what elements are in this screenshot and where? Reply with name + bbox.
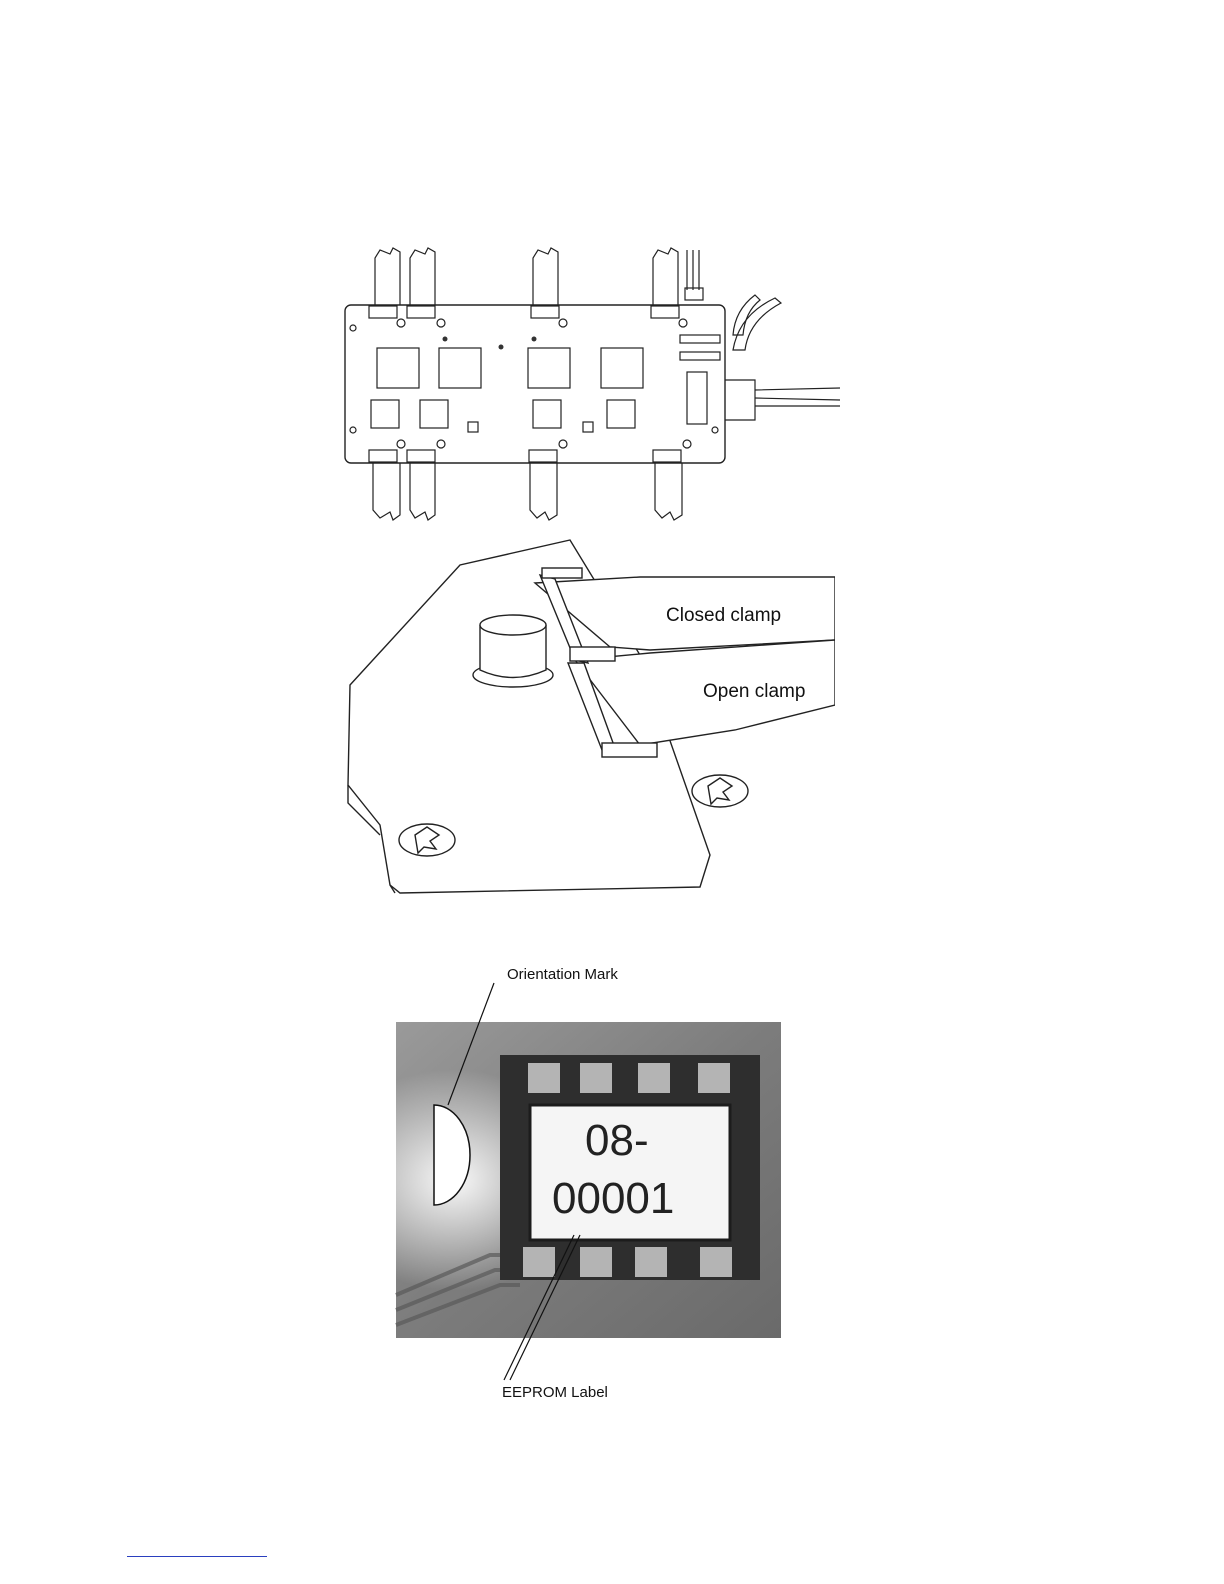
footer-rule <box>127 1556 267 1557</box>
closed-clamp-label: Closed clamp <box>666 605 781 626</box>
open-clamp-label: Open clamp <box>703 681 805 702</box>
chip-label-line-1: 08- <box>585 1116 649 1165</box>
eeprom-chip-photo: 08- 00001 Orientation Mark EEPROM Label <box>380 955 800 1410</box>
ribbon-clamp-diagram: Closed clamp Open clamp <box>340 535 835 905</box>
orientation-mark-label: Orientation Mark <box>507 966 618 983</box>
eeprom-label-caption: EEPROM Label <box>502 1384 608 1401</box>
chip-label-line-2: 00001 <box>552 1174 674 1223</box>
circuit-board-diagram <box>335 240 840 525</box>
